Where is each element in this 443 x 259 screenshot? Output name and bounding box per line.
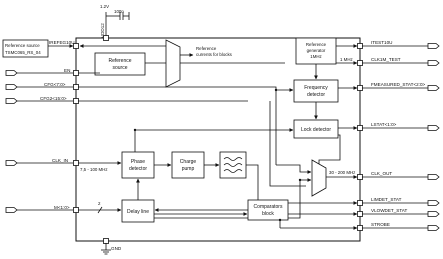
vdd-pin-label: VDD12 <box>100 23 105 38</box>
ground-symbol <box>101 243 111 255</box>
reference-generator-block <box>295 37 337 65</box>
external-ref-line1: Reference source <box>5 43 40 48</box>
ref-source-l2: source <box>112 65 127 71</box>
phase-detector-block <box>121 151 155 179</box>
pin-clk-out: CLK_OUT <box>371 171 392 176</box>
pin-clk-in: CLK_IN <box>52 158 68 163</box>
range-in-label: 7,5 - 100 MHz <box>80 167 108 172</box>
ref-currents-l1: Reference <box>196 46 217 51</box>
pin-clk1m: CLK1M_TEST <box>371 57 401 62</box>
external-ref-line2: TSMC065_RS_04 <box>5 50 41 55</box>
supply-cap-label: 100n <box>114 9 124 14</box>
left-connectors <box>5 70 18 213</box>
freq-det-l2: detector <box>307 92 325 98</box>
supply-network <box>105 12 130 38</box>
ref-gen-l2: generator <box>307 48 326 53</box>
one-mhz-label: 1 MHz <box>340 57 353 62</box>
loop-filter-block <box>219 151 247 179</box>
right-connectors <box>427 43 440 231</box>
lock-detector-block <box>293 119 339 139</box>
bus-slash <box>97 206 103 214</box>
filter-waves-icon <box>223 157 243 173</box>
comparators-l1: Comparators <box>254 204 283 210</box>
ref-currents-l2: currents for blocks <box>196 52 233 57</box>
output-mux <box>311 159 327 197</box>
charge-pump-l1: Charge <box>180 159 197 165</box>
config-wires <box>78 72 306 187</box>
right-wires <box>362 45 428 229</box>
supply-voltage-label: 1.2V <box>100 4 109 9</box>
pin-fmeasured: FMEASURED_STAT<2:0> <box>371 82 426 87</box>
junction-dots <box>133 88 302 222</box>
pin-en: EN <box>64 68 70 73</box>
pin-strobe: STROBE <box>371 222 390 227</box>
ref-gen-l1: Reference <box>306 42 327 47</box>
frequency-detector-block <box>293 79 339 103</box>
delay-to-mux-wire <box>154 180 301 219</box>
lock-to-mux-wire <box>318 134 341 164</box>
phase-det-l1: Phase <box>131 159 145 165</box>
pin-cfg2: CFG2<15:0> <box>40 96 67 101</box>
comparators-block <box>247 199 289 221</box>
comparators-l2: block <box>262 211 274 217</box>
bus-width-label: 2 <box>98 201 101 206</box>
charge-pump-l2: pump <box>182 166 195 172</box>
pin-iref: IREFEG10U <box>49 40 75 45</box>
gnd-label: GND <box>111 246 122 251</box>
pin-m: M<1:0> <box>54 205 70 210</box>
current-mirror <box>165 39 181 88</box>
freq-det-l1: Frequency <box>304 85 328 91</box>
left-wires <box>17 72 73 211</box>
chip-boundary <box>75 37 361 242</box>
pin-limdet: LIMDET_STAT <box>371 197 402 202</box>
delay-line-label: Delay line <box>127 209 149 215</box>
pin-cfg1: CFG<7:0> <box>44 82 66 87</box>
ref-gen-l3: 1MHz <box>310 54 321 59</box>
lock-det-label: Lock detector <box>301 127 331 133</box>
phase-det-l2: detector <box>129 166 147 172</box>
pin-vlowdet: VLOWDET_STAT <box>371 208 408 213</box>
pin-lstat: LSTAT<1:0> <box>371 122 397 127</box>
external-reference-box <box>2 39 49 58</box>
mux-select-wire <box>276 164 312 174</box>
reference-source-block <box>94 52 146 76</box>
pin-itest: ITEST10U <box>371 40 392 45</box>
charge-pump-block <box>171 151 205 179</box>
range-out-label: 30 - 200 MHz <box>329 170 355 175</box>
ref-source-l1: Reference <box>108 58 131 64</box>
filter-to-delay-wire <box>154 164 259 212</box>
